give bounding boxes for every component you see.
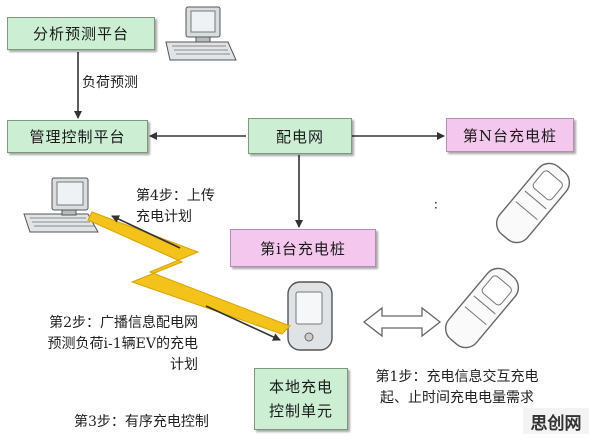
management-platform-box: 管理控制平台	[7, 120, 148, 153]
charger-pile-icon-2	[444, 267, 520, 349]
local-control-unit-box: 本地充电控制单元	[254, 368, 348, 430]
step3-label: 第3步：有序充电控制	[74, 414, 209, 430]
charger-pile-icon	[495, 162, 571, 244]
computer-icon-left	[23, 177, 99, 233]
arrow-upload-plan	[111, 215, 181, 249]
lightning-bolt	[87, 211, 291, 335]
pile-i-box: 第i台充电桩	[230, 229, 376, 267]
computer-icon-top	[165, 6, 237, 61]
step1-label: 第1步：充电信息交互充电起、止时间充电电量需求	[375, 369, 539, 406]
double-arrow-info-exchange	[362, 306, 442, 338]
ellipsis-mark: ∶	[434, 198, 438, 214]
distribution-network-box: 配电网	[248, 118, 352, 154]
watermark-logo: 思创网	[523, 408, 589, 434]
handheld-device-icon	[287, 281, 333, 351]
load-forecast-label: 负荷预测	[82, 75, 138, 91]
arrow-broadcast	[205, 305, 281, 341]
step2-label: 第2步：广播信息配电网预测负荷i-1辆EV的充电计划	[47, 315, 198, 373]
step4-label: 第4步：上传充电计划	[136, 188, 215, 225]
analysis-platform-box: 分析预测平台	[7, 17, 155, 50]
pile-n-box: 第N台充电桩	[446, 118, 574, 152]
